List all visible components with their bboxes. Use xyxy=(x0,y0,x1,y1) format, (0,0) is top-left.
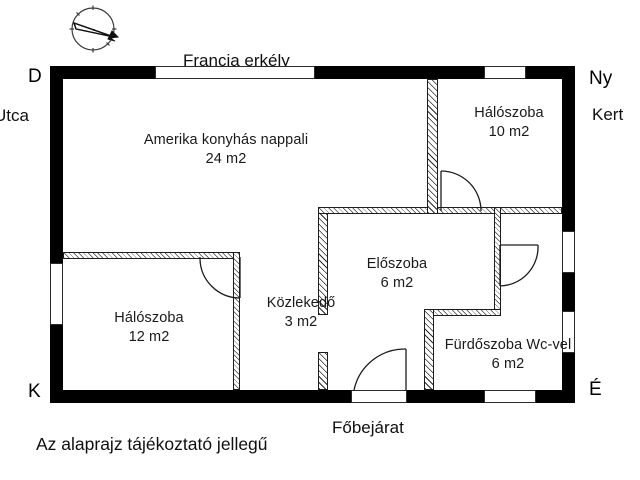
room-area-living: 24 m2 xyxy=(205,151,247,167)
room-area-corridor: 3 m2 xyxy=(284,314,318,330)
door-bathroom xyxy=(498,244,540,290)
room-name-corridor: Közlekedő xyxy=(266,295,336,311)
room-label-corridor: Közlekedő 3 m2 xyxy=(253,294,349,332)
room-name-bedroom1: Hálószoba xyxy=(474,105,544,121)
room-label-bedroom2: Hálószoba 12 m2 xyxy=(95,309,203,347)
room-area-bedroom2: 12 m2 xyxy=(128,329,170,345)
room-label-bathroom: Fürdőszoba Wc-vel 6 m2 xyxy=(437,336,579,374)
orientation-top-left: D xyxy=(28,66,42,87)
interior-wall-bedroom2-right xyxy=(233,252,240,390)
opening-label-french-balcony: Francia erkély xyxy=(183,51,290,70)
window-top-bedroom xyxy=(484,66,526,79)
edge-label-garden: Kert xyxy=(592,105,624,124)
window-right-bathroom xyxy=(562,311,575,353)
opening-main-entrance xyxy=(351,390,407,403)
room-label-living: Amerika konyhás nappali 24 m2 xyxy=(128,131,324,169)
opening-french-balcony xyxy=(155,66,315,79)
interior-wall-central-column xyxy=(427,79,438,214)
interior-wall-corridor-bottom-stub xyxy=(318,352,328,390)
room-area-bathroom: 6 m2 xyxy=(491,356,525,372)
interior-wall-bathroom-left xyxy=(424,309,434,390)
door-bedroom2 xyxy=(198,256,242,302)
room-name-bathroom: Fürdőszoba Wc-vel xyxy=(444,337,572,353)
plan-caption: Az alaprajz tájékoztató jellegű xyxy=(36,434,268,454)
orientation-bottom-right: É xyxy=(589,379,602,400)
room-name-living: Amerika konyhás nappali xyxy=(143,132,309,148)
interior-wall-hall-top xyxy=(318,207,437,214)
room-area-hall: 6 m2 xyxy=(380,275,414,291)
window-left-bedroom xyxy=(50,263,63,325)
edge-label-street: Utca xyxy=(0,106,29,125)
room-name-hall: Előszoba xyxy=(366,256,428,272)
opening-label-main-entrance: Főbejárat xyxy=(332,418,404,437)
room-label-bedroom1: Hálószoba 10 m2 xyxy=(455,104,563,142)
exterior-wall-bottom xyxy=(50,390,575,403)
room-name-bedroom2: Hálószoba xyxy=(114,310,184,326)
room-area-bedroom1: 10 m2 xyxy=(488,124,530,140)
interior-wall-bathroom-top xyxy=(427,309,501,316)
orientation-bottom-left: K xyxy=(28,381,41,402)
room-label-hall: Előszoba 6 m2 xyxy=(350,255,444,293)
door-main-entrance xyxy=(352,345,408,391)
compass-rose-icon xyxy=(60,3,126,55)
window-right-hall xyxy=(562,231,575,273)
window-bottom-bathroom xyxy=(484,390,536,403)
exterior-wall-left xyxy=(50,66,63,403)
door-bedroom1 xyxy=(440,170,484,214)
orientation-top-right: Ny xyxy=(589,68,613,89)
